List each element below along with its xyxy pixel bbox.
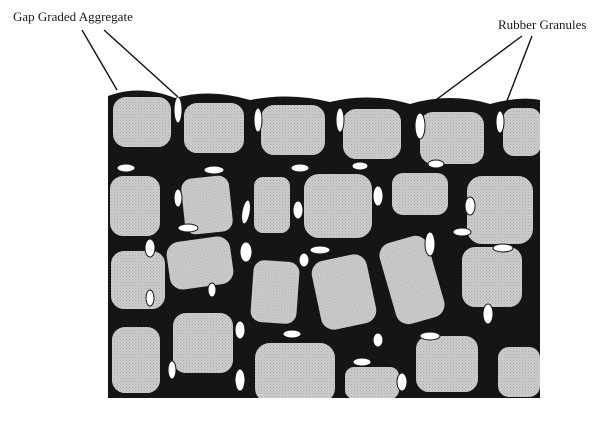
aggregate-stone bbox=[344, 366, 400, 400]
aggregate-stone bbox=[183, 102, 245, 154]
rubber-granule bbox=[483, 304, 493, 324]
rubber-granule bbox=[415, 113, 425, 139]
rubber-granule bbox=[353, 358, 371, 366]
aggregate-stone bbox=[249, 258, 301, 325]
rubber-granule bbox=[291, 164, 309, 172]
rubber-granule bbox=[425, 232, 435, 256]
rubber-granule bbox=[352, 162, 368, 170]
rubber-granule bbox=[373, 186, 383, 206]
rubber-granule bbox=[496, 111, 504, 133]
rubber-granule bbox=[168, 361, 176, 379]
aggregate-stone bbox=[466, 175, 534, 245]
aggregate-stone bbox=[111, 326, 161, 394]
rubber-granule bbox=[254, 108, 262, 132]
leader-line-aggregate-1 bbox=[82, 30, 117, 90]
rubber-granule bbox=[204, 166, 224, 174]
rubber-granule bbox=[299, 253, 309, 267]
aggregate-stone bbox=[461, 246, 523, 308]
rubber-granule bbox=[235, 369, 245, 391]
rubber-granule bbox=[465, 197, 475, 215]
aggregate-stone bbox=[260, 104, 326, 156]
rubber-granule bbox=[428, 160, 444, 168]
rubber-granule bbox=[146, 290, 154, 306]
rubber-granule bbox=[117, 164, 135, 172]
rubber-granule bbox=[293, 201, 303, 219]
aggregate-stone bbox=[502, 107, 542, 157]
rubber-granule bbox=[493, 244, 513, 252]
rubber-granule bbox=[453, 228, 471, 236]
leader-line-rubber-2 bbox=[505, 36, 532, 106]
rubber-granules-label: Rubber Granules bbox=[498, 17, 586, 33]
rubber-granule bbox=[174, 97, 182, 123]
aggregate-stone bbox=[303, 173, 373, 239]
rubber-granule bbox=[373, 333, 383, 347]
rubber-granule bbox=[336, 108, 344, 132]
aggregate-stone bbox=[497, 346, 541, 398]
aggregate-stone bbox=[254, 342, 336, 404]
aggregate-stone bbox=[419, 111, 485, 165]
aggregate-stone bbox=[342, 108, 402, 160]
rubber-granule bbox=[208, 283, 216, 297]
aggregate-stone bbox=[164, 234, 236, 293]
rubber-granule bbox=[310, 246, 330, 254]
gap-graded-aggregate-label: Gap Graded Aggregate bbox=[13, 9, 133, 25]
aggregate-stone bbox=[172, 312, 234, 374]
rubber-granule bbox=[174, 189, 182, 207]
aggregate-stone bbox=[109, 175, 161, 237]
aggregate-stone bbox=[391, 172, 449, 216]
rubber-granule bbox=[107, 406, 125, 414]
rubber-granule bbox=[240, 242, 252, 262]
rubber-granule bbox=[397, 373, 407, 391]
rubber-granule bbox=[145, 239, 155, 257]
rubber-granule bbox=[178, 224, 198, 232]
aggregate-stone bbox=[415, 335, 479, 393]
rubber-granule bbox=[420, 332, 440, 340]
aggregate-stone bbox=[112, 96, 172, 148]
aggregate-stone bbox=[253, 176, 291, 234]
rubber-granule bbox=[235, 321, 245, 339]
aggregate-stone bbox=[110, 250, 166, 310]
rubber-granule bbox=[283, 330, 301, 338]
leader-line-rubber-1 bbox=[425, 36, 522, 108]
